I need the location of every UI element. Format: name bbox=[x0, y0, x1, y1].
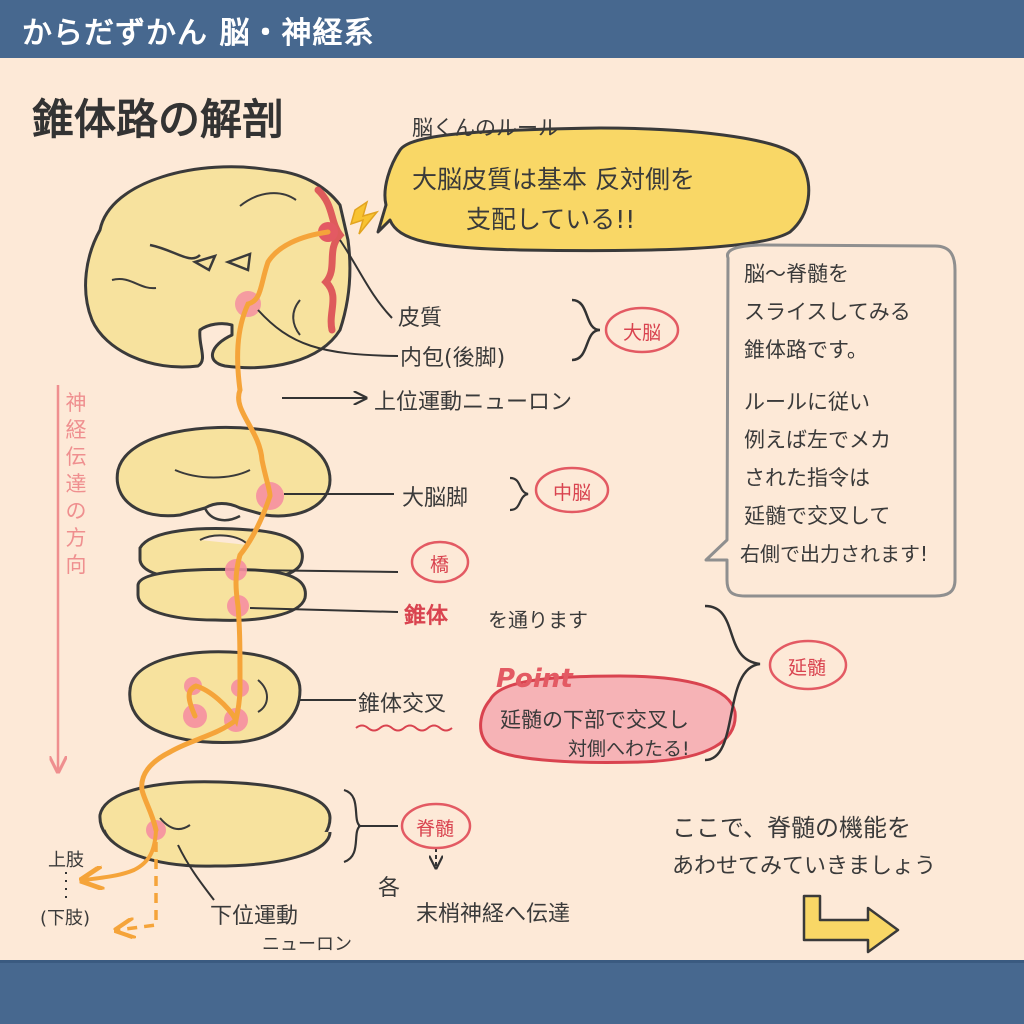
spinal-group-label: 脊髄 bbox=[416, 818, 455, 840]
point-line-2: 対側へわたる! bbox=[568, 738, 690, 760]
decussation-underline bbox=[355, 724, 453, 732]
point-word: Point bbox=[496, 664, 573, 694]
header-title: からだずかん 脳・神経系 bbox=[22, 16, 375, 51]
cerebrum-circle bbox=[604, 306, 680, 354]
cerebrum-brace bbox=[571, 298, 601, 362]
pyramid-label: 錐体 bbox=[404, 604, 449, 629]
spinal-cord-slice bbox=[98, 780, 332, 868]
footer-band bbox=[0, 960, 1024, 1024]
each-label: 各 bbox=[378, 876, 401, 901]
cerebrum-slice bbox=[84, 165, 380, 370]
rule-bubble bbox=[376, 126, 811, 253]
cortex-label: 皮質 bbox=[398, 306, 443, 331]
midbrain-slice bbox=[115, 425, 332, 522]
page-title: 錐体路の解剖 bbox=[32, 95, 285, 144]
midbrain-circle bbox=[534, 466, 610, 514]
medulla-brace bbox=[704, 604, 761, 762]
cerebrum-group-label: 大脳 bbox=[623, 322, 662, 344]
side-note-box bbox=[704, 243, 957, 598]
lower-limb-label: (下肢) bbox=[40, 908, 91, 929]
side-note-line-2: スライスしてみる bbox=[744, 300, 911, 324]
spinal-brace bbox=[343, 788, 362, 864]
peripheral-label: 末梢神経へ伝達 bbox=[416, 902, 571, 927]
closing-line-1: ここで、脊髄の機能を bbox=[672, 814, 912, 842]
midbrain-brace bbox=[509, 476, 529, 512]
side-note-line-5: 例えば左でメカ bbox=[744, 428, 891, 452]
medulla-circle bbox=[768, 639, 848, 691]
internal-capsule-label: 内包(後脚) bbox=[400, 346, 506, 371]
next-arrow-icon bbox=[802, 894, 900, 954]
rule-line-1: 大脳皮質は基本 反対側を bbox=[412, 165, 695, 194]
side-note-line-6: された指令は bbox=[744, 466, 870, 490]
cortex-leader bbox=[339, 239, 393, 319]
pyramid-leader bbox=[249, 607, 399, 613]
side-note-line-8: 右側で出力されます! bbox=[740, 542, 929, 566]
medulla-group-label: 延髄 bbox=[788, 657, 827, 679]
direction-label: 神経伝達の方向 bbox=[65, 391, 87, 577]
cortex-highlight bbox=[314, 186, 345, 334]
pons-label: 橋 bbox=[430, 554, 450, 576]
to-lower-limb-path bbox=[118, 842, 158, 930]
to-upper-limb-path bbox=[84, 829, 158, 880]
pons-leader bbox=[247, 569, 399, 573]
upper-motor-neuron-label: 上位運動ニューロン bbox=[374, 390, 573, 415]
pons-circle bbox=[410, 540, 470, 584]
midbrain-group-label: 中脳 bbox=[553, 482, 592, 504]
lower-motor-neuron-leader bbox=[177, 844, 215, 901]
pyramid-suffix: を通ります bbox=[488, 608, 588, 632]
internal-capsule-leader bbox=[257, 309, 399, 357]
spinal-circle bbox=[400, 802, 472, 850]
point-line-1: 延髄の下部で交叉し bbox=[500, 708, 689, 732]
lower-motor-neuron-label-1: 下位運動 bbox=[210, 904, 299, 929]
side-note-line-4: ルールに従い bbox=[744, 390, 870, 414]
side-note-line-1: 脳〜脊髄を bbox=[744, 262, 849, 286]
cerebral-peduncle-label: 大脳脚 bbox=[402, 486, 469, 511]
side-note-line-7: 延髄で交叉して bbox=[744, 504, 891, 528]
pons-slice bbox=[136, 527, 307, 622]
header-band bbox=[0, 0, 1024, 58]
side-note-line-3: 錐体路です。 bbox=[744, 338, 868, 362]
decussation-label: 錐体交叉 bbox=[358, 692, 447, 717]
spark-icon bbox=[349, 200, 380, 235]
rule-heading: 脳くんのルール bbox=[412, 116, 559, 140]
footer-stripe bbox=[0, 960, 1024, 963]
closing-line-2: あわせてみていきましょう bbox=[672, 854, 937, 879]
lower-motor-neuron-label-2: ニューロン bbox=[262, 934, 352, 955]
rule-line-2: 支配している!! bbox=[466, 205, 636, 234]
upper-limb-label: 上肢 bbox=[48, 850, 84, 871]
